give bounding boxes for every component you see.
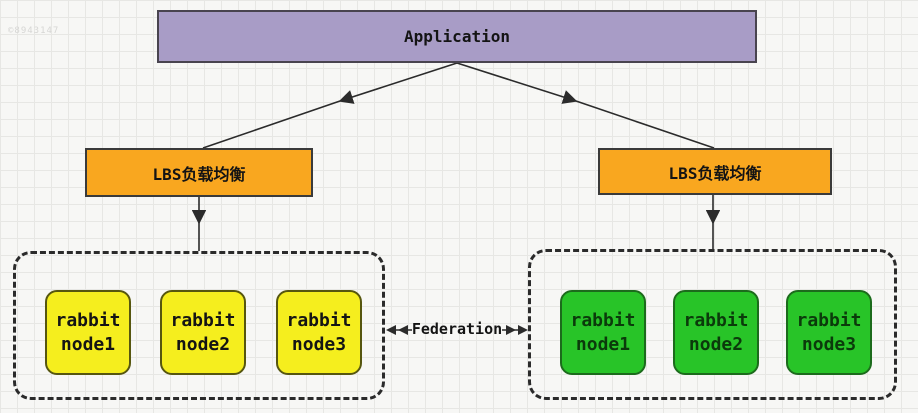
rabbit-cluster-right: rabbit node1 rabbit node2 rabbit node3 <box>528 249 897 400</box>
rabbit-node3-left-box: rabbit node3 <box>276 290 362 375</box>
rabbit-node1-left-box: rabbit node1 <box>45 290 131 375</box>
watermark-text: ©8943147 <box>8 26 60 36</box>
rabbit-node2-left-box: rabbit node2 <box>160 290 246 375</box>
arrow-application-to-lbs-right <box>456 62 715 149</box>
lbs-load-balancer-right-box: LBS负载均衡 <box>598 148 832 195</box>
rabbit-node3-right-box: rabbit node3 <box>786 290 872 375</box>
rabbit-node1-right-box: rabbit node1 <box>560 290 646 375</box>
federation-label: Federation <box>411 320 503 338</box>
lbs-load-balancer-left-box: LBS负载均衡 <box>85 148 313 197</box>
rabbit-node2-right-box: rabbit node2 <box>673 290 759 375</box>
rabbit-cluster-left: rabbit node1 rabbit node2 rabbit node3 <box>13 251 385 400</box>
application-box: Application <box>157 10 757 63</box>
arrow-application-to-lbs-left <box>202 62 458 149</box>
